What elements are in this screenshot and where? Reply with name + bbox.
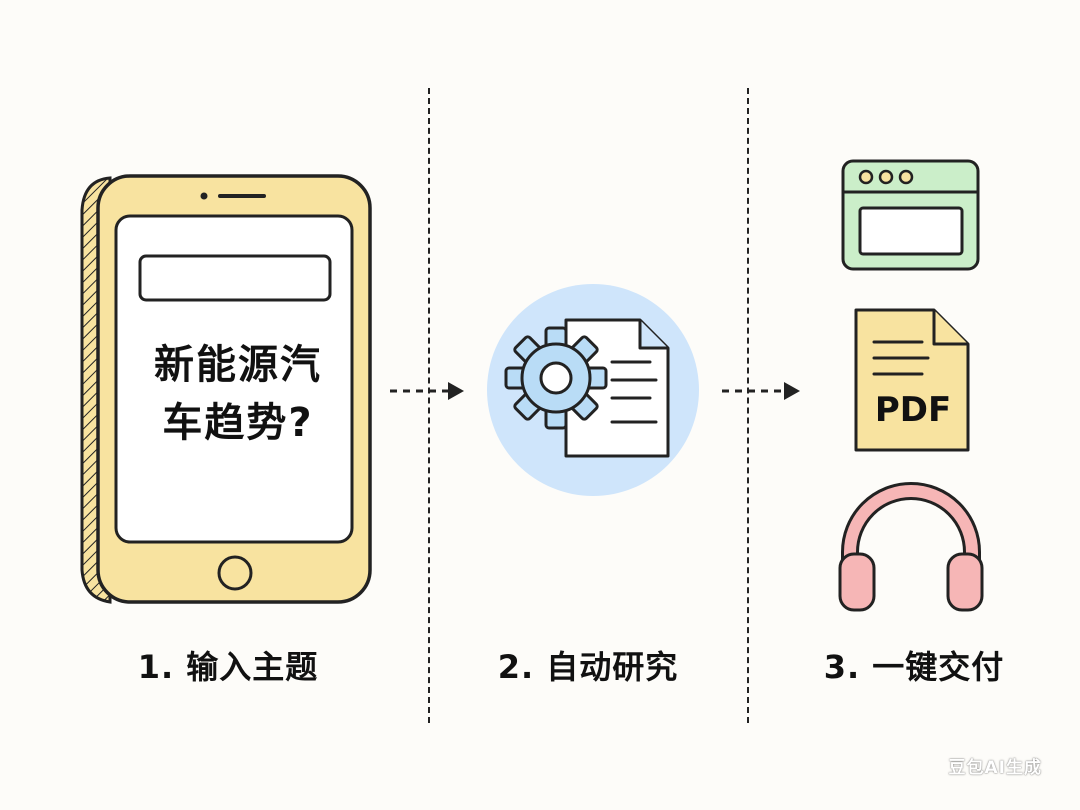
phone-camera — [200, 192, 208, 200]
gear-icon — [504, 326, 608, 430]
phone-question-text: 新能源汽车趋势? — [154, 342, 322, 446]
pdf-file-icon — [854, 308, 970, 452]
phone-home-button — [217, 555, 253, 591]
phone-input-box — [138, 254, 332, 302]
headphones-icon — [838, 482, 984, 612]
divider-left — [428, 88, 430, 723]
pdf-label: PDF — [874, 390, 952, 430]
step-2-label: 2. 自动研究 — [497, 648, 679, 686]
watermark: 豆包AI生成 — [948, 758, 1042, 778]
step-3-label: 3. 一键交付 — [823, 648, 1005, 686]
research-icon — [487, 284, 699, 496]
browser-window-icon — [841, 159, 980, 271]
phone-illustration — [80, 174, 372, 604]
step-1-label: 1. 输入主题 — [137, 648, 319, 686]
divider-right — [747, 88, 749, 723]
arrow-1 — [390, 382, 464, 400]
arrow-2 — [722, 382, 800, 400]
